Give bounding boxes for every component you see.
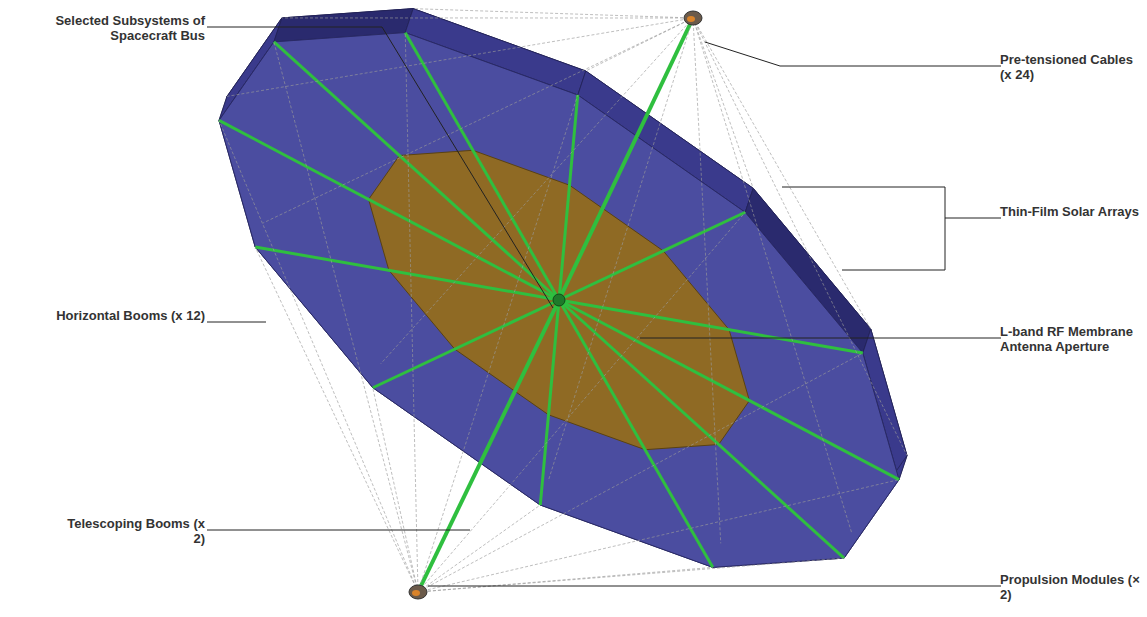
cable xyxy=(693,18,852,534)
propulsion-module xyxy=(409,585,427,599)
cable xyxy=(219,120,418,592)
cable xyxy=(263,18,693,223)
cable xyxy=(418,505,540,592)
cable xyxy=(548,18,693,481)
cable xyxy=(373,388,418,592)
leader-line xyxy=(207,322,266,323)
horizontal-boom xyxy=(405,33,559,300)
callout-label: Telescoping Booms (x 2) xyxy=(55,516,205,546)
leader-line xyxy=(945,218,1001,219)
horizontal-boom xyxy=(274,42,559,300)
cable xyxy=(586,18,693,71)
cable xyxy=(693,18,907,456)
cable xyxy=(255,247,418,592)
callout-label: Pre-tensioned Cables (x 24) xyxy=(1000,52,1140,82)
horizontal-boom xyxy=(559,300,863,353)
cable xyxy=(413,9,693,18)
horizontal-boom xyxy=(255,247,559,300)
telescoping-boom xyxy=(559,18,693,300)
callout-label: Propulsion Modules (× 2) xyxy=(1000,572,1140,602)
antenna-aperture xyxy=(369,150,750,449)
callout-label: L-band RF Membrane Antenna Aperture xyxy=(1000,324,1140,354)
bus-hub xyxy=(553,294,565,306)
bracket xyxy=(782,187,945,270)
leader-line xyxy=(207,27,553,308)
horizontal-boom xyxy=(559,212,745,300)
callout-label: Thin-Film Solar Arrays xyxy=(1000,204,1140,219)
callout-label: Horizontal Booms (x 12) xyxy=(55,308,205,323)
leader-line xyxy=(428,586,1001,587)
cable xyxy=(381,18,693,364)
cable xyxy=(693,18,753,188)
cable xyxy=(274,42,418,592)
leader-line xyxy=(640,338,1001,339)
leader-line xyxy=(705,42,1001,66)
cable xyxy=(418,567,713,592)
cable xyxy=(418,480,899,592)
callout-label: Selected Subsystems of Spacecraft Bus xyxy=(55,13,205,43)
horizontal-boom xyxy=(559,300,899,480)
cable xyxy=(418,558,844,592)
cable xyxy=(418,353,863,592)
propulsion-module xyxy=(412,590,420,596)
cable xyxy=(418,95,578,592)
cable xyxy=(282,17,693,18)
cable xyxy=(418,212,745,592)
cable xyxy=(693,18,871,329)
cable xyxy=(227,18,693,96)
cable xyxy=(405,33,418,592)
horizontal-boom xyxy=(373,300,559,388)
solar-array xyxy=(219,33,899,568)
propulsion-module xyxy=(684,11,702,25)
telescoping-boom xyxy=(418,300,559,592)
propulsion-module xyxy=(687,16,695,22)
cable xyxy=(693,18,721,543)
leader-line xyxy=(207,530,470,531)
